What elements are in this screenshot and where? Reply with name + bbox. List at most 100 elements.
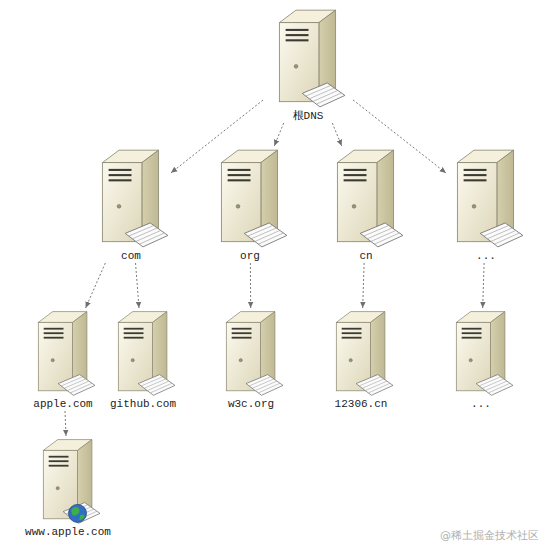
server-icon (111, 308, 176, 398)
keyboard-keys (305, 85, 330, 96)
dns-server: 根DNS (263, 6, 353, 123)
power-button (294, 64, 298, 68)
keyboard-keys (150, 383, 172, 393)
server-icon (94, 146, 169, 250)
drive-slot (108, 179, 131, 181)
keyboard (138, 375, 175, 396)
server-icon (449, 146, 524, 250)
keyboard (246, 375, 283, 396)
server-icon (449, 308, 514, 398)
drive-slot (48, 456, 68, 458)
drive-slot (463, 179, 486, 181)
keyboard-keys (363, 225, 388, 236)
dns-server: cn (326, 146, 406, 263)
dns-server: ... (446, 146, 526, 263)
dns-server: github.com (103, 308, 183, 411)
server-label: ... (471, 398, 491, 411)
drive-slot (231, 332, 251, 334)
drive-slot (108, 169, 131, 171)
server-label: org (240, 250, 260, 263)
dns-server: com (91, 146, 171, 263)
drive-slot (463, 174, 486, 176)
server-label: apple.com (33, 398, 92, 411)
drive-slot (43, 337, 63, 339)
drive-slot (231, 337, 251, 339)
keyboard-keys (139, 233, 164, 244)
drive-slot (231, 328, 251, 330)
dns-server: 12306.cn (321, 308, 401, 411)
keyboard-keys (494, 233, 519, 244)
query-arrow (65, 411, 67, 436)
keyboard-keys (247, 225, 272, 236)
drive-slot (343, 169, 366, 171)
drive-slot (343, 179, 366, 181)
query-arrow (332, 123, 342, 146)
drive-slot (43, 332, 63, 334)
drive-slot (285, 29, 308, 31)
server-icon (31, 308, 96, 398)
drive-slot (123, 337, 143, 339)
power-button (239, 359, 242, 362)
keyboard-keys (70, 383, 92, 393)
server-label: 12306.cn (335, 398, 388, 411)
query-arrow (86, 263, 106, 308)
drive-slot (341, 328, 361, 330)
query-arrow (363, 263, 364, 308)
dns-server: www.apple.com (20, 436, 116, 539)
keyboard-keys (488, 383, 510, 393)
query-arrow (274, 123, 284, 146)
keyboard (476, 375, 513, 396)
drive-slot (341, 332, 361, 334)
drive-slot (227, 179, 250, 181)
server-icon (36, 436, 101, 526)
power-button (51, 359, 54, 362)
watermark: @稀土掘金技术社区 (440, 528, 539, 543)
query-arrow (483, 263, 484, 308)
power-button (236, 204, 240, 208)
drive-slot (285, 34, 308, 36)
server-label: 根DNS (293, 110, 324, 123)
power-button (472, 204, 476, 208)
drive-slot (461, 328, 481, 330)
drive-slot (48, 460, 68, 462)
drive-slot (341, 337, 361, 339)
keyboard-keys (479, 377, 501, 386)
keyboard (360, 223, 403, 247)
server-label: github.com (110, 398, 176, 411)
drive-slot (48, 465, 68, 467)
power-button (117, 204, 121, 208)
keyboard-keys (258, 233, 283, 244)
dns-server: apple.com (23, 308, 103, 411)
server-label: w3c.org (228, 398, 274, 411)
server-label: cn (359, 250, 372, 263)
globe-icon (68, 504, 86, 522)
server-label: ... (476, 250, 496, 263)
drive-slot (123, 328, 143, 330)
drive-slot (461, 332, 481, 334)
globe-land (71, 507, 85, 520)
keyboard (63, 503, 100, 524)
dns-server: ... (441, 308, 521, 411)
server-label: www.apple.com (25, 526, 111, 539)
keyboard-keys (368, 383, 390, 393)
keyboard (58, 375, 95, 396)
keyboard (125, 223, 168, 247)
keyboard-keys (374, 233, 399, 244)
dns-server: w3c.org (211, 308, 291, 411)
keyboard-keys (483, 225, 508, 236)
power-button (469, 359, 472, 362)
drive-slot (227, 169, 250, 171)
drive-slot (285, 39, 308, 41)
drive-slot (343, 174, 366, 176)
power-button (56, 487, 59, 490)
keyboard-keys (249, 377, 271, 386)
power-button (131, 359, 134, 362)
server-icon (213, 146, 288, 250)
keyboard-keys (316, 93, 341, 104)
server-label: com (121, 250, 141, 263)
server-icon (329, 308, 394, 398)
power-button (352, 204, 356, 208)
server-icon (219, 308, 284, 398)
keyboard (302, 83, 345, 107)
